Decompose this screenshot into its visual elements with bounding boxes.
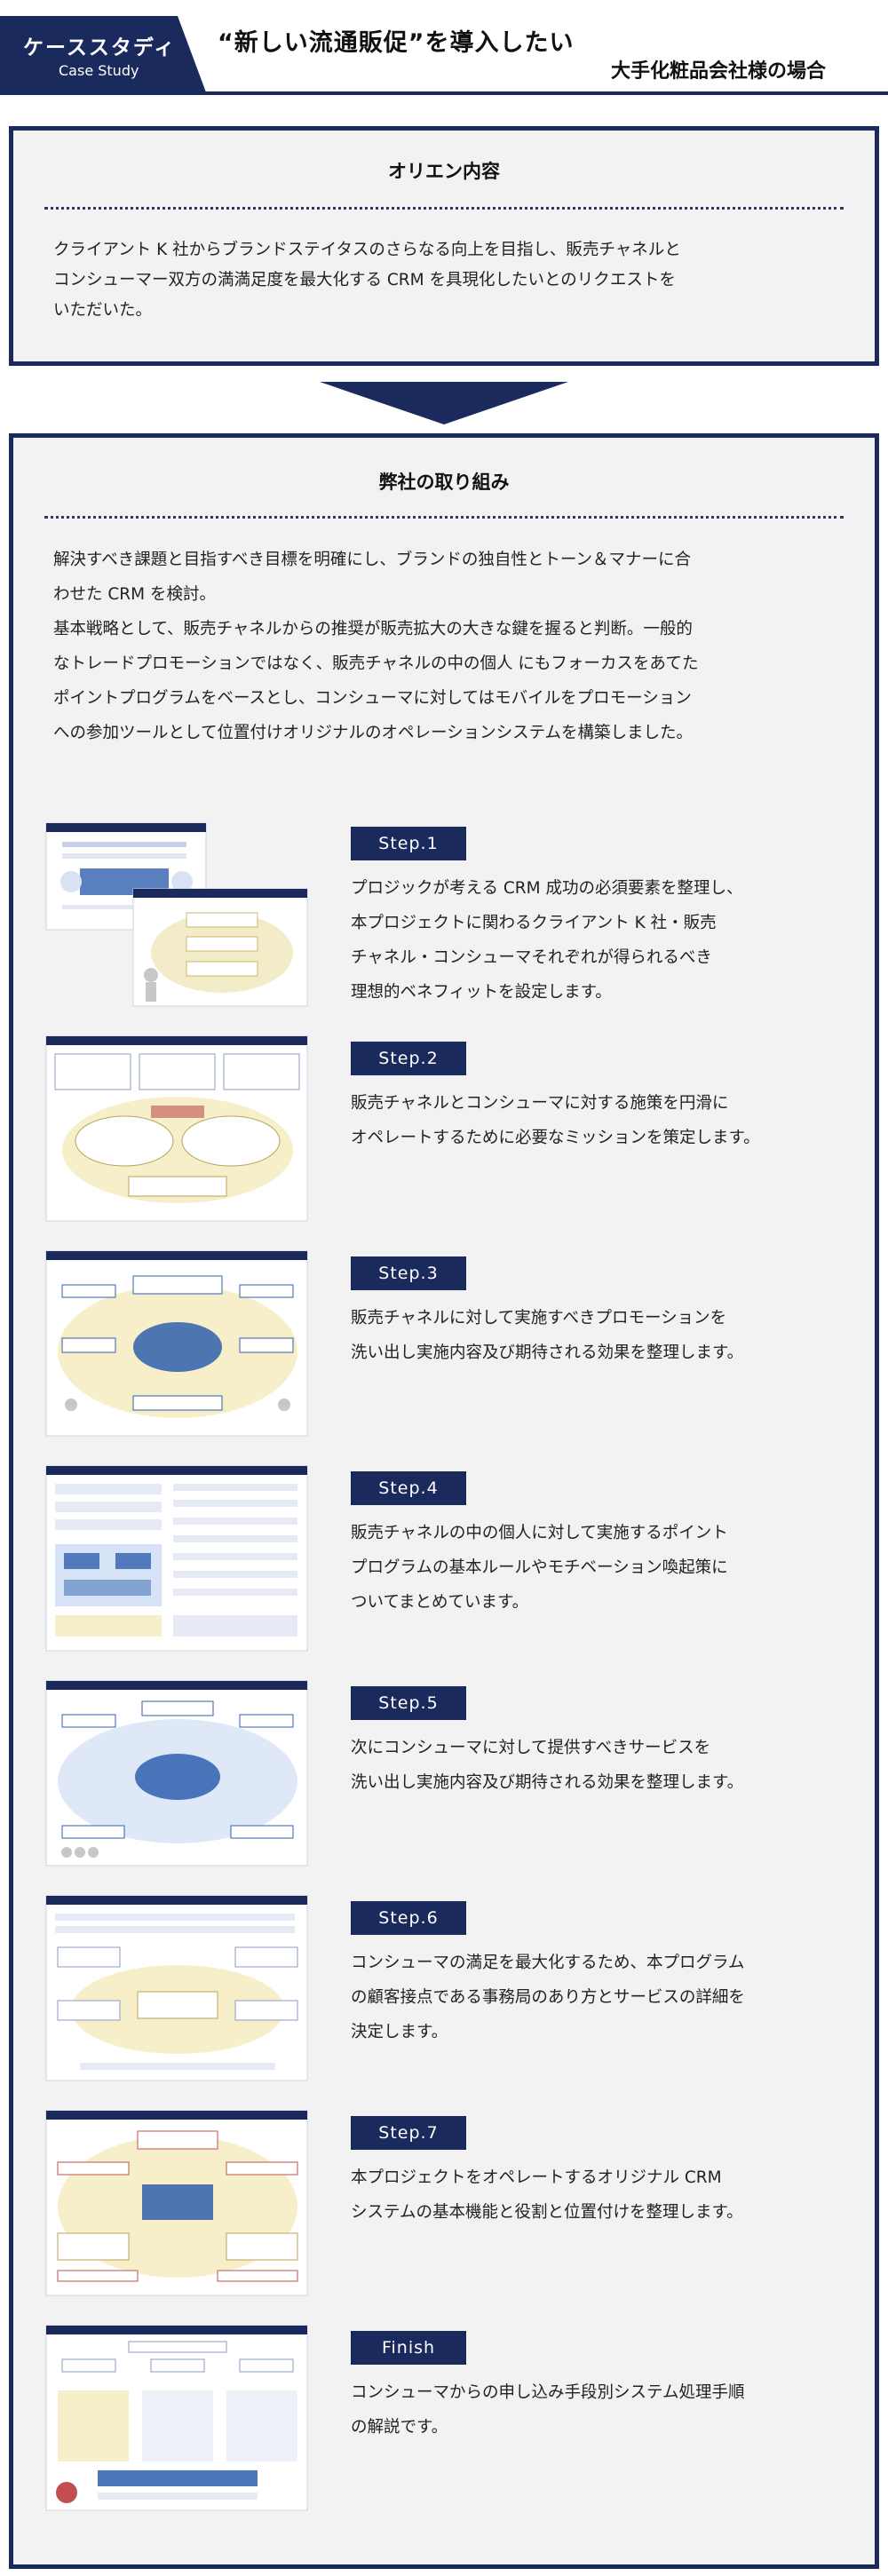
step-1: Step.1 プロジックが考える CRM 成功の必須要素を整理し、 本プロジェク…	[13, 820, 875, 1024]
step-6-description: コンシューマの満足を最大化するため、本プログラム の顧客接点である事務局のあり方…	[351, 1946, 848, 2049]
step-2: Step.2 販売チャネルとコンシューマに対する施策を円滑に オペレートするため…	[13, 1034, 875, 1239]
header-divider	[0, 91, 888, 95]
effort-line: わせた CRM を検討。	[53, 585, 216, 604]
effort-body: 解決すべき課題と目指すべき目標を明確にし、ブランドの独自性とトーン＆マナーに合 …	[53, 543, 835, 750]
orient-line: いただいた。	[53, 301, 153, 320]
step-2-label: Step.2	[351, 1042, 466, 1075]
step-1-description: プロジックが考える CRM 成功の必須要素を整理し、 本プロジェクトに関わるクラ…	[351, 871, 848, 1010]
step-6-slide-thumbnail	[44, 1894, 311, 2085]
step-5-label: Step.5	[351, 1686, 466, 1720]
step-3-description: 販売チャネルに対して実施すべきプロモーションを 洗い出し実施内容及び期待される効…	[351, 1301, 848, 1370]
orient-body: クライアント K 社からブランドステイタスのさらなる向上を目指し、販売チャネルと…	[53, 235, 835, 326]
step-line: プログラムの基本ルールやモチベーション喚起策に	[351, 1558, 728, 1577]
finish-description: コンシューマからの申し込み手段別システム処理手順 の解説です。	[351, 2375, 848, 2445]
step-5: Step.5 次にコンシューマに対して提供すべきサービスを 洗い出し実施内容及び…	[13, 1679, 875, 1883]
step-3-slide-thumbnail	[44, 1249, 311, 1440]
effort-line: 解決すべき課題と目指すべき目標を明確にし、ブランドの独自性とトーン＆マナーに合	[53, 551, 691, 569]
step-line: 洗い出し実施内容及び期待される効果を整理します。	[351, 1343, 744, 1362]
step-6: Step.6 コンシューマの満足を最大化するため、本プログラム の顧客接点である…	[13, 1894, 875, 2098]
orient-title: オリエン内容	[388, 161, 500, 182]
effort-dotted-divider	[44, 516, 844, 519]
tag-main-text: ケーススタディ	[23, 36, 177, 59]
step-line: の顧客接点である事務局のあり方とサービスの詳細を	[351, 1988, 745, 2007]
down-arrow-icon	[320, 382, 568, 428]
page-title: “新しい流通販促”を導入したい	[218, 29, 575, 57]
finish-slide-thumbnail	[44, 2324, 311, 2515]
page-subtitle: 大手化粧品会社様の場合	[610, 60, 826, 83]
step-1-slide-thumbnail	[44, 820, 311, 1011]
step-1-label: Step.1	[351, 827, 466, 860]
step-5-description: 次にコンシューマに対して提供すべきサービスを 洗い出し実施内容及び期待される効果…	[351, 1731, 848, 1800]
step-7-label: Step.7	[351, 2116, 466, 2150]
step-line: 販売チャネルの中の個人に対して実施するポイント	[351, 1524, 728, 1542]
orient-line: コンシューマー双方の満満足度を最大化する CRM を具現化したいとのリクエストを	[53, 271, 676, 289]
effort-line: 基本戦略として、販売チャネルからの推奨が販売拡大の大きな鍵を握ると判断。一般的	[53, 620, 693, 638]
step-4-description: 販売チャネルの中の個人に対して実施するポイント プログラムの基本ルールやモチベー…	[351, 1516, 848, 1620]
step-2-slide-thumbnail	[44, 1034, 311, 1225]
effort-section: 弊社の取り組み 解決すべき課題と目指すべき目標を明確にし、ブランドの独自性とトー…	[9, 433, 879, 2569]
step-line: 決定します。	[351, 2023, 448, 2041]
step-5-slide-thumbnail	[44, 1679, 311, 1870]
case-study-tag: ケーススタディ Case Study	[0, 16, 206, 92]
step-2-description: 販売チャネルとコンシューマに対する施策を円滑に オペレートするために必要なミッシ…	[351, 1086, 848, 1155]
step-3-label: Step.3	[351, 1256, 466, 1290]
step-line: ついてまとめています。	[351, 1593, 529, 1612]
step-line: コンシューマの満足を最大化するため、本プログラム	[351, 1954, 745, 1972]
step-6-label: Step.6	[351, 1901, 466, 1935]
step-3: Step.3 販売チャネルに対して実施すべきプロモーションを 洗い出し実施内容及…	[13, 1249, 875, 1454]
step-line: の解説です。	[351, 2418, 448, 2437]
effort-line: なトレードプロモーションではなく、販売チャネルの中の個人 にもフォーカスをあてた	[53, 654, 699, 673]
step-4: Step.4 販売チャネルの中の個人に対して実施するポイント プログラムの基本ル…	[13, 1464, 875, 1668]
step-line: 洗い出し実施内容及び期待される効果を整理します。	[351, 1773, 744, 1792]
effort-line: ポイントプログラムをベースとし、コンシューマに対してはモバイルをプロモーション	[53, 689, 692, 708]
step-7: Step.7 本プロジェクトをオペレートするオリジナル CRM システムの基本機…	[13, 2109, 875, 2313]
page-header: ケーススタディ Case Study “新しい流通販促”を導入したい 大手化粧品…	[0, 0, 888, 98]
orient-dotted-divider	[44, 207, 844, 210]
tag-sub-text: Case Study	[59, 62, 139, 79]
finish-label: Finish	[351, 2331, 466, 2365]
step-line: システムの基本機能と役割と位置付けを整理します。	[351, 2203, 743, 2222]
step-7-slide-thumbnail	[44, 2109, 311, 2300]
step-line: チャネル・コンシューマそれぞれが得られるべき	[351, 948, 712, 967]
orient-section: オリエン内容 クライアント K 社からブランドステイタスのさらなる向上を目指し、…	[9, 126, 879, 366]
step-line: プロジックが考える CRM 成功の必須要素を整理し、	[351, 879, 743, 898]
step-line: 販売チャネルとコンシューマに対する施策を円滑に	[351, 1094, 729, 1113]
tag-background	[0, 16, 206, 92]
step-line: 理想的ベネフィットを設定します。	[351, 983, 612, 1002]
step-line: 次にコンシューマに対して提供すべきサービスを	[351, 1739, 711, 1757]
step-line: コンシューマからの申し込み手段別システム処理手順	[351, 2383, 745, 2402]
step-line: 本プロジェクトをオペレートするオリジナル CRM	[351, 2168, 722, 2187]
orient-line: クライアント K 社からブランドステイタスのさらなる向上を目指し、販売チャネルと	[53, 241, 681, 259]
step-line: 本プロジェクトに関わるクライアント K 社・販売	[351, 914, 717, 932]
effort-title: 弊社の取り組み	[378, 472, 510, 493]
step-7-description: 本プロジェクトをオペレートするオリジナル CRM システムの基本機能と役割と位置…	[351, 2160, 848, 2230]
step-finish: Finish コンシューマからの申し込み手段別システム処理手順 の解説です。	[13, 2324, 875, 2528]
step-4-label: Step.4	[351, 1471, 466, 1505]
step-line: 販売チャネルに対して実施すべきプロモーションを	[351, 1309, 727, 1328]
step-line: オペレートするために必要なミッションを策定します。	[351, 1129, 760, 1147]
step-4-slide-thumbnail	[44, 1464, 311, 1655]
effort-line: への参加ツールとして位置付けオリジナルのオペレーションシステムを構築しました。	[53, 724, 694, 742]
